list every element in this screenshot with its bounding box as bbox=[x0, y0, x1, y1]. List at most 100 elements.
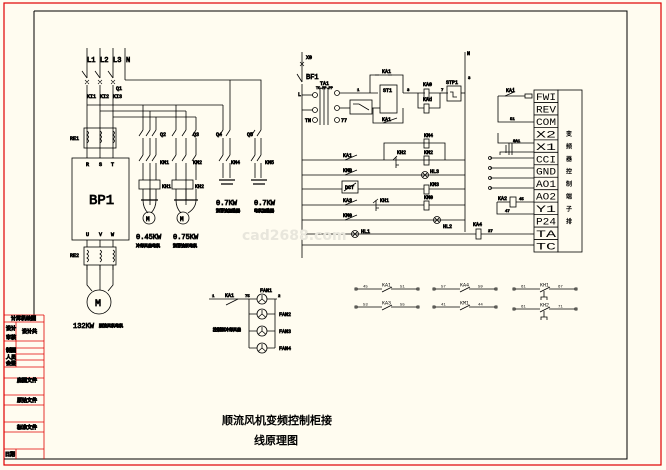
svg-text:KAi: KAi bbox=[506, 88, 515, 94]
svg-text:67: 67 bbox=[558, 286, 563, 290]
svg-text:审核: 审核 bbox=[6, 334, 16, 341]
vfd-pin-gnd: GND bbox=[536, 168, 556, 179]
fan-4-icon bbox=[256, 342, 268, 354]
vfd-pin-tc: TC bbox=[536, 243, 556, 254]
aux-contact-label: KH2 bbox=[540, 303, 549, 309]
svg-text:Q5: Q5 bbox=[247, 132, 253, 138]
svg-text:ST1: ST1 bbox=[383, 88, 392, 94]
svg-text:RE1: RE1 bbox=[70, 136, 79, 142]
svg-text:KA0: KA0 bbox=[423, 82, 432, 88]
svg-text:L3: L3 bbox=[113, 57, 121, 65]
svg-text:T: T bbox=[111, 162, 114, 168]
svg-text:45: 45 bbox=[363, 286, 368, 290]
svg-text:N: N bbox=[126, 57, 130, 65]
svg-text:KI2: KI2 bbox=[100, 94, 109, 100]
svg-text:X0: X0 bbox=[306, 55, 312, 61]
fan-3-icon bbox=[256, 325, 268, 337]
svg-text:51: 51 bbox=[510, 118, 515, 122]
inverter-label: BP1 bbox=[89, 193, 114, 209]
svg-text:7: 7 bbox=[441, 89, 444, 93]
vfd-pin-ao1: AO1 bbox=[536, 180, 556, 191]
vfd-side-char: 控 bbox=[566, 168, 572, 176]
svg-text:KA1: KA1 bbox=[382, 69, 391, 75]
drawing-title-line1: 顺流风机变频控制柜接 bbox=[222, 413, 332, 427]
vfd-side-char: 端 bbox=[566, 193, 572, 201]
svg-text:KA2: KA2 bbox=[498, 196, 507, 202]
aux-contact-kh1: 61 KH1 67 bbox=[512, 283, 578, 300]
vfd-side-char: 变 bbox=[566, 130, 572, 138]
svg-text:S: S bbox=[99, 162, 102, 168]
svg-text:KA1: KA1 bbox=[382, 117, 391, 123]
svg-text:W: W bbox=[111, 232, 114, 238]
svg-text:KI3: KI3 bbox=[113, 94, 122, 100]
fan-circuit bbox=[209, 298, 277, 349]
svg-text:FAN3: FAN3 bbox=[279, 329, 291, 335]
aux-contact-label: KA3 bbox=[382, 301, 391, 307]
svg-text:顺流风机电机: 顺流风机电机 bbox=[99, 322, 123, 328]
vfd-pin-p24: P24 bbox=[536, 218, 556, 229]
vfd-pin-cci: CCI bbox=[536, 155, 556, 166]
outer-frame bbox=[3, 2, 662, 466]
svg-text:V: V bbox=[99, 232, 102, 238]
svg-text:0.7KW: 0.7KW bbox=[216, 200, 238, 208]
svg-text:KA1: KA1 bbox=[343, 153, 352, 159]
svg-text:BF1: BF1 bbox=[306, 74, 319, 82]
svg-text:制图: 制图 bbox=[6, 347, 16, 354]
svg-text:KH1: KH1 bbox=[380, 198, 389, 204]
aux-contact-label: KH1 bbox=[540, 283, 549, 289]
svg-text:DCT: DCT bbox=[345, 185, 354, 191]
svg-text:45: 45 bbox=[519, 198, 524, 202]
svg-text:L1: L1 bbox=[87, 57, 95, 65]
vfd-side-char: 排 bbox=[566, 218, 572, 226]
svg-text:2: 2 bbox=[278, 295, 281, 299]
svg-text:原始文件: 原始文件 bbox=[17, 397, 37, 404]
svg-text:M: M bbox=[146, 216, 150, 223]
svg-text:电机加热器: 电机加热器 bbox=[254, 207, 275, 213]
svg-text:KH2: KH2 bbox=[195, 184, 204, 190]
vfd-pin-y1: Y1 bbox=[536, 205, 556, 216]
svg-text:KM0: KM0 bbox=[424, 195, 433, 201]
svg-text:HL2: HL2 bbox=[443, 224, 452, 230]
svg-text:TN: TN bbox=[305, 118, 311, 124]
svg-text:SA1: SA1 bbox=[513, 140, 521, 144]
svg-text:55: 55 bbox=[400, 304, 405, 308]
svg-text:冷却风扇电机: 冷却风扇电机 bbox=[136, 242, 160, 248]
svg-text:1: 1 bbox=[357, 89, 360, 93]
svg-text:FAN2: FAN2 bbox=[279, 312, 291, 318]
svg-text:61: 61 bbox=[521, 286, 526, 290]
svg-text:底图文件: 底图文件 bbox=[16, 377, 37, 384]
svg-text:77: 77 bbox=[341, 118, 347, 124]
svg-text:132KW: 132KW bbox=[73, 323, 95, 331]
svg-text:KM4: KM4 bbox=[424, 133, 433, 139]
vfd-terminal-strip bbox=[488, 89, 583, 253]
svg-text:44: 44 bbox=[478, 304, 483, 308]
svg-text:KAd: KAd bbox=[423, 97, 432, 103]
svg-text:HL1: HL1 bbox=[361, 229, 370, 235]
svg-text:KM2: KM2 bbox=[193, 160, 202, 166]
vfd-side-char: 子 bbox=[566, 206, 572, 213]
svg-text:控制柜冷却风扇: 控制柜冷却风扇 bbox=[213, 326, 241, 332]
svg-text:润滑油泵电机: 润滑油泵电机 bbox=[173, 242, 197, 248]
svg-text:R: R bbox=[86, 162, 89, 168]
svg-text:27: 27 bbox=[488, 230, 493, 234]
svg-text:Q3: Q3 bbox=[193, 132, 199, 138]
svg-text:41: 41 bbox=[441, 304, 446, 308]
svg-text:KM4: KM4 bbox=[231, 160, 240, 166]
svg-text:KM5: KM5 bbox=[265, 160, 274, 166]
svg-text:KA3: KA3 bbox=[343, 198, 352, 204]
svg-text:57: 57 bbox=[441, 286, 446, 290]
main-motor-icon bbox=[86, 289, 112, 315]
svg-text:3: 3 bbox=[407, 89, 410, 93]
vfd-side-char: 器 bbox=[565, 155, 573, 163]
svg-text:设计: 设计 bbox=[6, 325, 16, 332]
vfd-side-char: 频 bbox=[566, 143, 572, 151]
vfd-pin-ta: TA bbox=[536, 230, 556, 241]
svg-text:L2: L2 bbox=[100, 57, 108, 65]
svg-text:71: 71 bbox=[558, 306, 563, 310]
vfd-pin-fwi: FWI bbox=[536, 93, 556, 104]
aux-contact-label: KM1 bbox=[460, 301, 469, 307]
